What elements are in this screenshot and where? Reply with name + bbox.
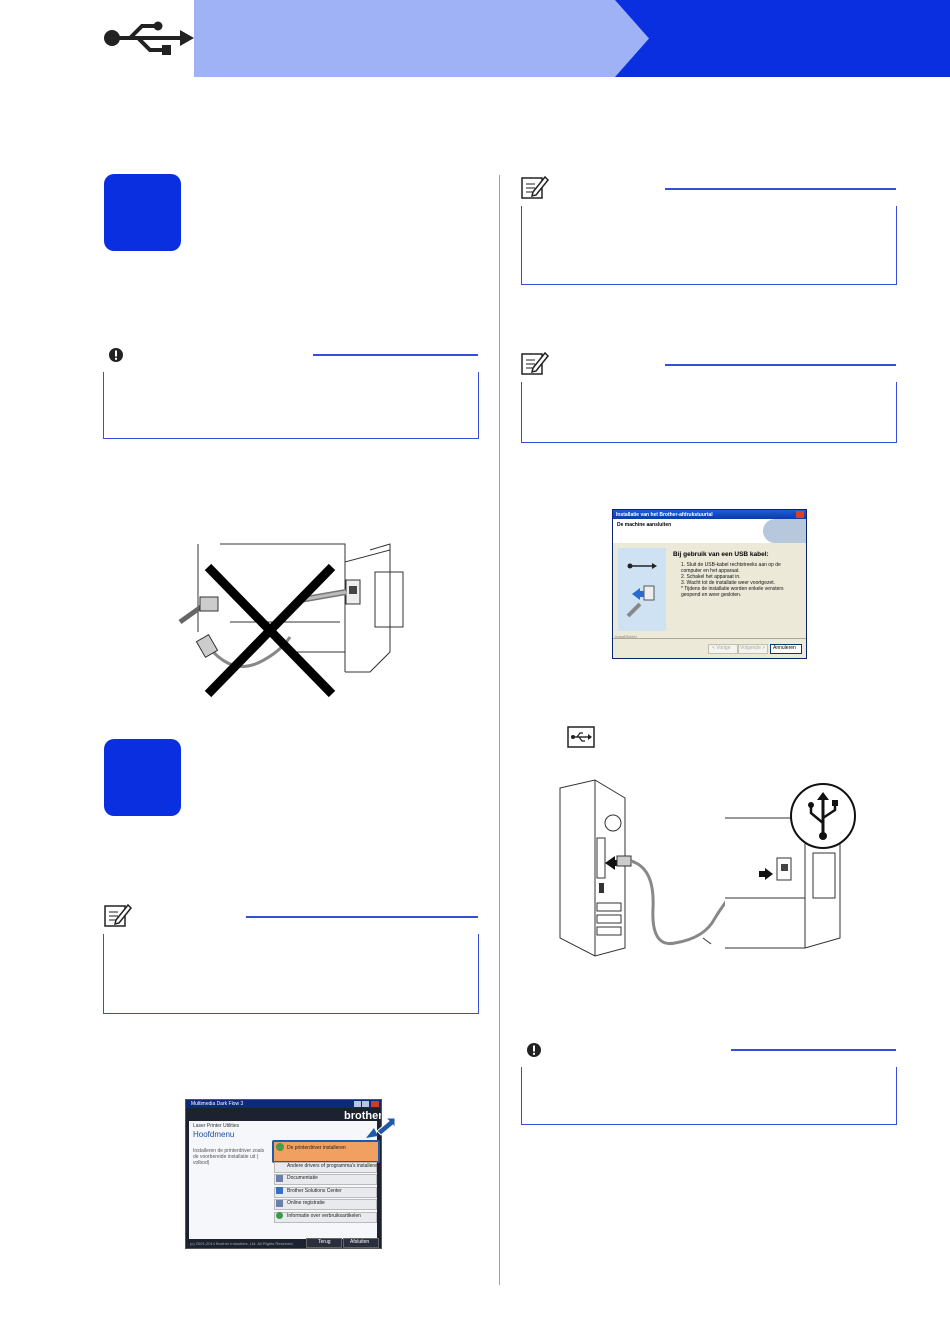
column-divider bbox=[499, 175, 500, 1285]
important-icon bbox=[527, 1043, 541, 1057]
next-button[interactable]: Volgende > bbox=[740, 645, 766, 651]
brand-logo: brother bbox=[344, 1110, 382, 1122]
installer-step: 1. Sluit de USB-kabel rechtstreeks aan o… bbox=[681, 562, 781, 574]
menu-description: Installeren de printerdriver zoals de vo… bbox=[193, 1148, 265, 1166]
menu-item[interactable]: Informatie over verbruiksartikelen bbox=[287, 1213, 361, 1219]
usb-port-icon bbox=[567, 726, 595, 748]
menu-item[interactable]: Documentatie bbox=[287, 1175, 318, 1181]
installer-heading: Bij gebruik van een USB kabel: bbox=[673, 551, 769, 558]
step-box-1 bbox=[104, 174, 181, 251]
cancel-button[interactable]: Annuleren bbox=[773, 645, 796, 651]
exit-button[interactable]: Afsluiten bbox=[350, 1239, 370, 1245]
note-box-right-2 bbox=[521, 382, 897, 443]
menu-item[interactable]: Brother Solutions Center bbox=[287, 1188, 342, 1194]
header-banner-chevron bbox=[605, 0, 649, 77]
important-box-2 bbox=[521, 1067, 897, 1125]
note-box-right-1 bbox=[521, 206, 897, 285]
note-icon bbox=[521, 351, 549, 375]
installer-footer-label: InstallShield bbox=[615, 634, 637, 639]
installer-dialog-screenshot: Installatie van het Brother-afdrukstuurt… bbox=[612, 509, 807, 659]
header-banner-dark bbox=[610, 0, 950, 77]
menu-dialog-screenshot: Multimedia Dark Flow 3 brother Laser Pri… bbox=[185, 1099, 382, 1249]
printer-usb-illustration-crossed bbox=[178, 543, 404, 698]
menu-dialog-title: Multimedia Dark Flow 3 bbox=[191, 1101, 244, 1107]
installer-step: * Tijdens de installatie worden enkele v… bbox=[681, 586, 784, 598]
usb-connection-illustration bbox=[559, 779, 856, 957]
installer-step: 2. Schakel het apparaat in. bbox=[681, 574, 741, 580]
important-rule bbox=[731, 1049, 896, 1051]
important-rule bbox=[313, 354, 478, 356]
note-rule bbox=[246, 916, 478, 918]
installer-step: 3. Wacht tot de installatie weer voortge… bbox=[681, 580, 776, 586]
important-box-1 bbox=[103, 372, 479, 439]
usb-icon bbox=[104, 21, 194, 55]
installer-subtitle: De machine aansluiten bbox=[617, 522, 672, 528]
note-rule bbox=[665, 188, 896, 190]
menu-item[interactable]: Online registratie bbox=[287, 1200, 325, 1206]
menu-item[interactable]: De printerdriver installeren bbox=[287, 1145, 346, 1151]
important-icon bbox=[109, 348, 123, 362]
previous-button[interactable]: < Vorige bbox=[712, 645, 731, 651]
menu-product: Laser Printer Utilities bbox=[193, 1123, 240, 1129]
note-icon bbox=[521, 175, 549, 199]
note-rule bbox=[665, 364, 896, 366]
installer-title: Installatie van het Brother-afdrukstuurt… bbox=[616, 512, 713, 518]
note-icon bbox=[104, 903, 132, 927]
note-box-left bbox=[103, 934, 479, 1014]
pointer-arrow-icon bbox=[366, 1117, 396, 1138]
step-box-2 bbox=[104, 739, 181, 816]
menu-item[interactable]: Andere drivers of programma's installere… bbox=[287, 1163, 380, 1169]
menu-copyright: (c) 2001-2014 Brother Industries, Ltd. A… bbox=[190, 1241, 294, 1246]
back-button[interactable]: Terug bbox=[318, 1239, 331, 1245]
menu-heading: Hoofdmenu bbox=[193, 1130, 235, 1139]
